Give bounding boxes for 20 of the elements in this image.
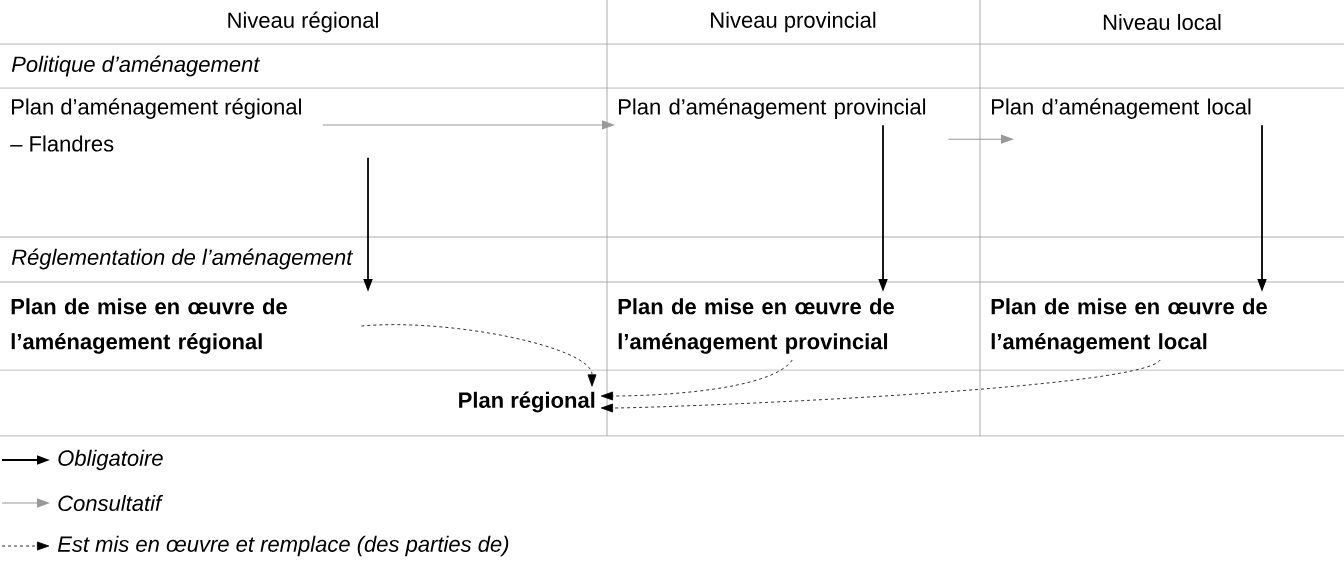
plan-text: Plan de mise en œuvre de l’aménagement régional xyxy=(11,298,287,354)
header-text: Niveau régional xyxy=(228,11,378,33)
row-heading: Politique d’aménagement xyxy=(11,55,261,77)
legend-text: Consultatif xyxy=(58,494,164,512)
header-text: Niveau provincial xyxy=(711,11,876,33)
arrow xyxy=(361,324,597,387)
legend-text: Est mis en œuvre et remplace (des parties de) xyxy=(57,535,509,557)
legend-text: Obligatoire xyxy=(58,449,163,471)
row-heading: Réglementation de l’aménagement xyxy=(11,248,354,270)
header-text: Niveau local xyxy=(1103,13,1221,31)
arrow xyxy=(600,359,793,401)
plan-text: Plan d’aménagement régional – Flandres xyxy=(10,98,301,152)
plan-text: Plan de mise en œuvre de l’aménagement local xyxy=(991,298,1267,354)
plan-text: Plan d’aménagement provincial xyxy=(619,98,926,119)
arrow xyxy=(322,120,614,130)
arrow xyxy=(600,359,1161,413)
plan-text: Plan régional xyxy=(459,391,595,413)
arrow xyxy=(947,134,1013,144)
plan-text: Plan de mise en œuvre de l’aménagement provincial xyxy=(618,298,894,354)
plan-text: Plan d’aménagement local xyxy=(992,98,1251,119)
